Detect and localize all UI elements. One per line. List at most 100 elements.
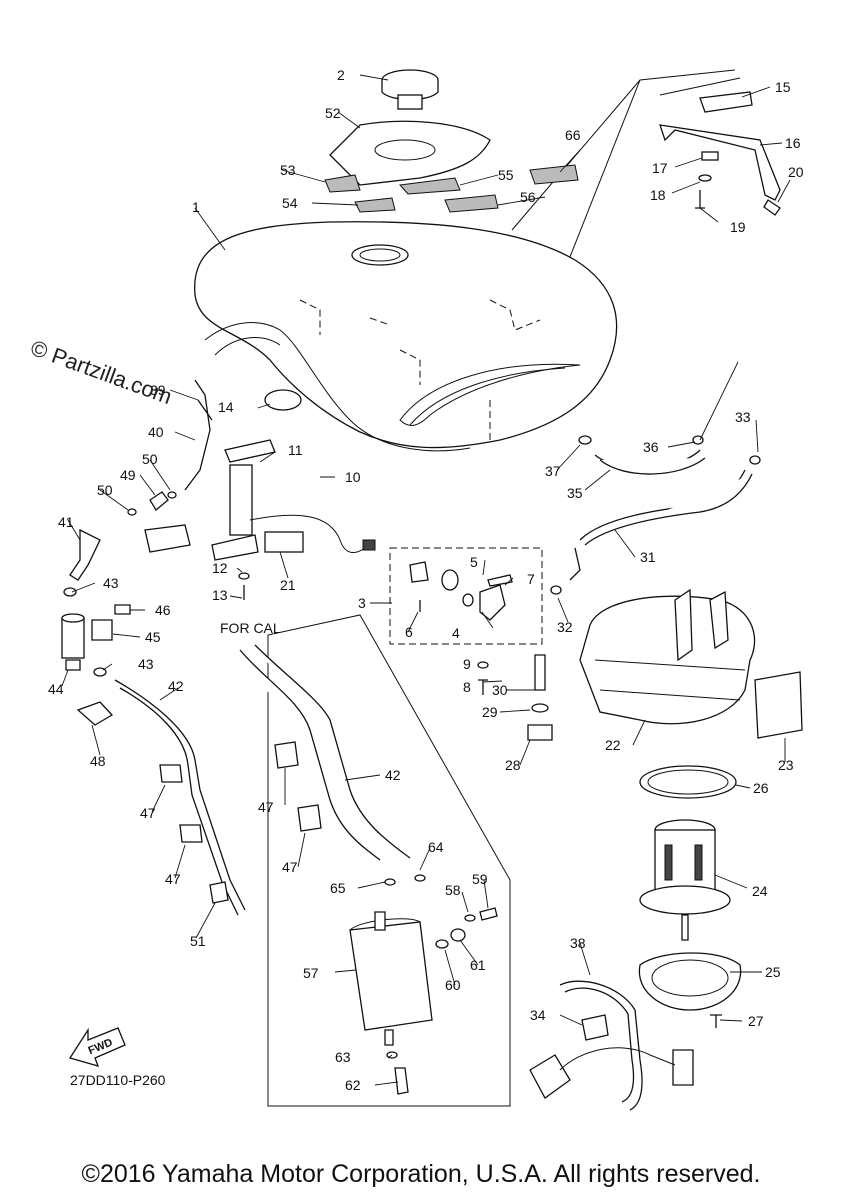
outline-line: [659, 77, 741, 96]
grommet-14: [264, 389, 302, 411]
callout-37: 37: [545, 463, 561, 479]
callout-14: 14: [218, 399, 234, 415]
callout-56: 56: [520, 189, 536, 205]
callout-26: 26: [753, 780, 769, 796]
decal-56: [444, 194, 499, 213]
clip-34: [581, 1014, 609, 1041]
callout-41: 41: [58, 514, 74, 530]
callout-7: 7: [527, 571, 535, 587]
washer-9: [477, 661, 489, 669]
outline-line: [511, 69, 736, 231]
nut-28: [527, 724, 553, 741]
callout-21: 21: [280, 577, 296, 593]
callout-32: 32: [557, 619, 573, 635]
bolt-27: [710, 1014, 722, 1028]
sponge-part: [144, 524, 191, 553]
clip-65: [384, 878, 396, 886]
callout-20: 20: [788, 164, 804, 180]
hose-42-left-inner: [119, 687, 239, 916]
callout-46: 46: [155, 602, 171, 618]
clamp-48: [76, 701, 114, 726]
callout-4: 4: [452, 625, 460, 641]
callout-17: 17: [652, 160, 668, 176]
callout-47b: 47: [165, 871, 181, 887]
hose-62: [394, 1067, 409, 1095]
for-cal-label: FOR CAL: [220, 620, 281, 636]
callout-44: 44: [48, 681, 64, 697]
callout-6: 6: [405, 624, 413, 640]
callout-62: 62: [345, 1077, 361, 1093]
fuel-tank: [194, 221, 618, 452]
gasket-26: [639, 765, 737, 799]
hose-41: [69, 528, 101, 581]
for-cal-box: [267, 614, 511, 1107]
decal-53: [324, 174, 361, 193]
pad-23: [754, 671, 803, 739]
clamp-47b: [179, 824, 203, 843]
clamp-45: [91, 619, 113, 641]
clip-51: [209, 881, 229, 904]
callout-43b: 43: [138, 656, 154, 672]
callout-58: 58: [445, 882, 461, 898]
connector-left: [529, 1054, 571, 1099]
decal-55: [398, 177, 461, 195]
callout-8: 8: [463, 679, 471, 695]
callout-51: 51: [190, 933, 206, 949]
fuel-pump: [639, 819, 731, 941]
decal-66: [529, 164, 579, 185]
callout-38: 38: [570, 935, 586, 951]
hose-38-inner: [564, 987, 635, 1103]
pump-housing: [579, 588, 756, 725]
callout-45: 45: [145, 629, 161, 645]
fuel-filter: [61, 613, 85, 671]
fuel-cock: [409, 561, 513, 621]
clip-33: [749, 455, 761, 465]
callout-57: 57: [303, 965, 319, 981]
callout-3: 3: [358, 595, 366, 611]
callout-5: 5: [470, 554, 478, 570]
callout-19: 19: [730, 219, 746, 235]
hose-31-end: [569, 547, 581, 581]
wire-harness: [559, 1047, 676, 1071]
callout-28: 28: [505, 757, 521, 773]
callout-2: 2: [337, 67, 345, 83]
callout-61: 61: [470, 957, 486, 973]
washer-29: [531, 703, 549, 713]
clip-50b: [167, 491, 177, 499]
callout-59: 59: [472, 871, 488, 887]
clip-37: [578, 435, 592, 445]
clip-64: [414, 874, 426, 882]
clip-46: [114, 604, 131, 615]
copyright-footer: ©2016 Yamaha Motor Corporation, U.S.A. A…: [81, 1160, 761, 1188]
joint-49: [149, 491, 169, 511]
hose-42-cal-a: [239, 649, 381, 861]
callout-11: 11: [288, 442, 303, 458]
hose-35-inner: [599, 457, 706, 475]
callout-31: 31: [640, 549, 656, 565]
callout-64: 64: [428, 839, 444, 855]
callout-27: 27: [748, 1013, 764, 1029]
callout-47a: 47: [140, 805, 156, 821]
clip-43a: [63, 587, 77, 597]
callout-39: 39: [150, 382, 166, 398]
callout-42b: 42: [385, 767, 401, 783]
washer-12: [238, 572, 250, 580]
drawing-code: 27DD110-P260: [70, 1072, 166, 1088]
callout-29: 29: [482, 704, 498, 720]
callout-12: 12: [212, 560, 228, 576]
hose-39: [197, 399, 213, 421]
callout-65: 65: [330, 880, 346, 896]
callout-22: 22: [605, 737, 621, 753]
callout-30: 30: [492, 682, 508, 698]
callout-34: 34: [530, 1007, 546, 1023]
fuel-sender-unit: [211, 439, 376, 561]
washer-58: [464, 914, 476, 922]
fuel-cap: [381, 69, 439, 110]
callout-66: 66: [565, 127, 581, 143]
callout-40: 40: [148, 424, 164, 440]
callout-50a: 50: [142, 451, 158, 467]
callout-47d: 47: [282, 859, 298, 875]
callout-1: 1: [192, 199, 200, 215]
decal-54: [354, 197, 396, 213]
